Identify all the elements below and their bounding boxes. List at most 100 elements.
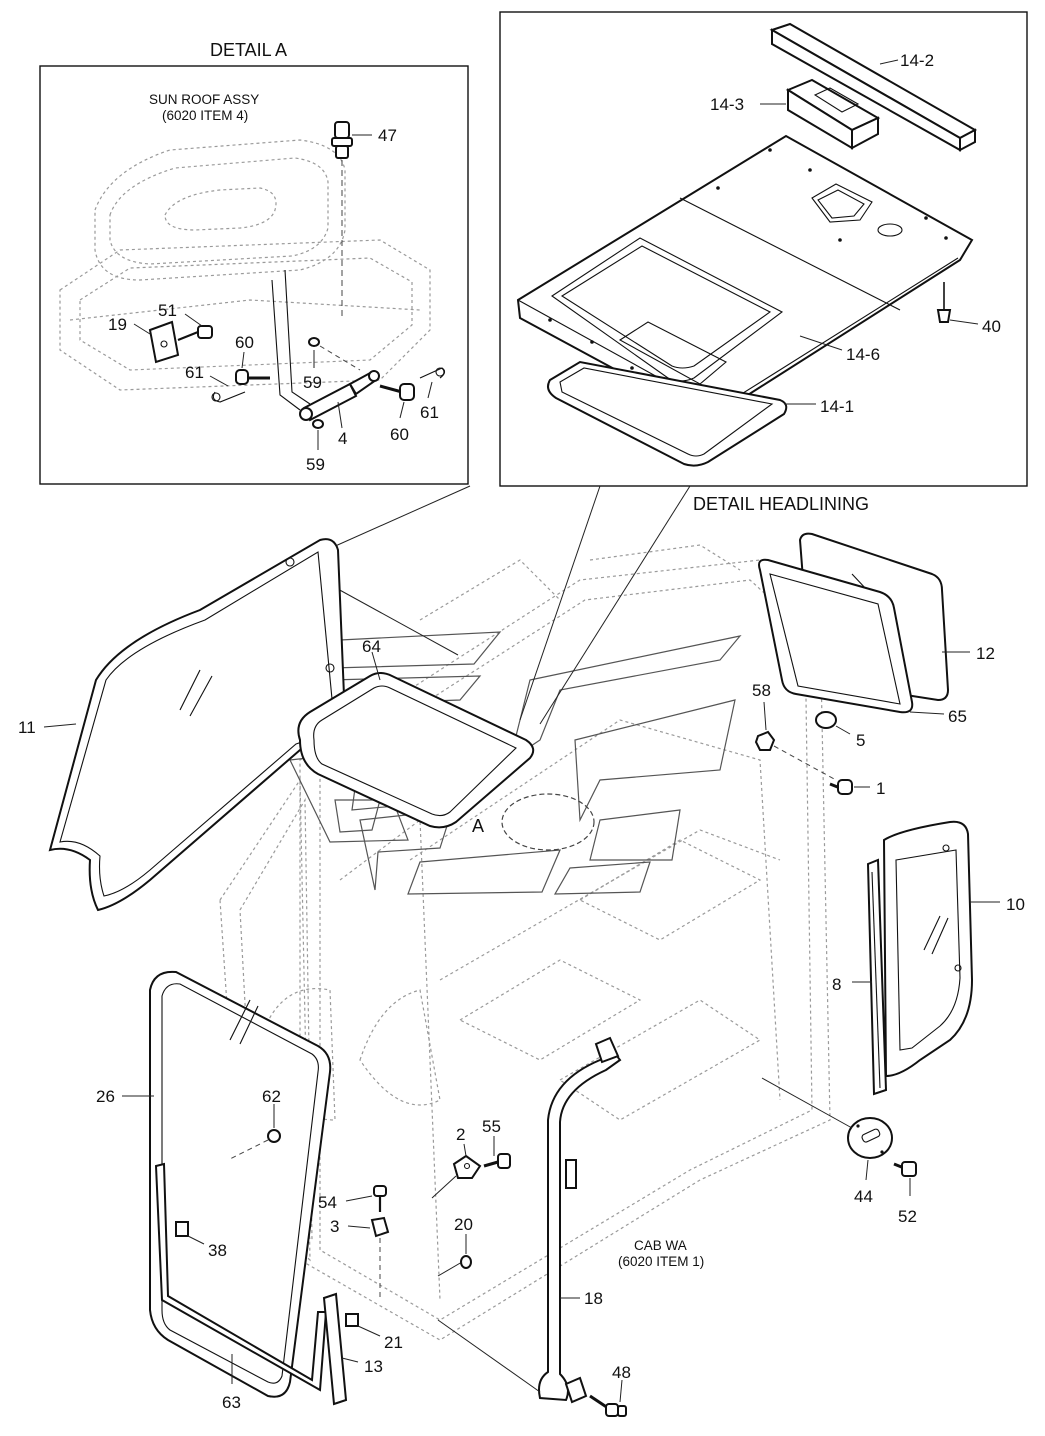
callout-20: 20: [454, 1215, 473, 1234]
cab-ghost-frame: [219, 544, 831, 1341]
part-40-clip: [936, 282, 952, 323]
callout-21: 21: [384, 1333, 403, 1352]
callout-2: 2: [456, 1125, 465, 1144]
callout-62: 62: [262, 1087, 281, 1106]
leader-3: [347, 1225, 371, 1229]
part-20-bushing: [460, 1255, 472, 1269]
callout-52: 52: [898, 1207, 917, 1226]
callout-64: 64: [362, 637, 381, 656]
connector-headlining-2: [539, 485, 691, 725]
leader-40: [949, 319, 979, 325]
detail-headlining-title: DETAIL HEADLINING: [693, 494, 869, 514]
callout-40: 40: [982, 317, 1001, 336]
part-64-roof-seal: [297, 672, 535, 829]
part-4-gas-strut: [299, 370, 380, 422]
detail-a-title: DETAIL A: [210, 40, 287, 60]
sunroof-bracket-rod-2: [284, 269, 311, 405]
part-18-handrail: [538, 1036, 622, 1404]
part-60-pin-right: [379, 383, 415, 401]
leader-21: [357, 1325, 381, 1337]
leader-2: [463, 1143, 467, 1157]
sunroof-ghost-outline: [59, 139, 431, 391]
callout-38: 38: [208, 1241, 227, 1260]
callout-63: 63: [222, 1393, 241, 1412]
callout-59a: 59: [303, 373, 322, 392]
detail-a-reference-letter: A: [472, 816, 484, 836]
leader-19: [133, 323, 151, 335]
leader-5: [835, 725, 851, 735]
callout-4: 4: [338, 429, 347, 448]
callout-61a: 61: [185, 363, 204, 382]
leader-60a: [241, 351, 245, 369]
part-14-3-foam-block: [785, 78, 881, 150]
part-38-block: [175, 1221, 189, 1237]
callout-12: 12: [976, 644, 995, 663]
leader-44: [865, 1159, 869, 1181]
part-10-side-glass: [882, 820, 974, 1078]
callout-54: 54: [318, 1193, 337, 1212]
detail-headlining-panel: 14-2 14-3 14-6: [499, 11, 1028, 487]
connector-18: [437, 1319, 541, 1393]
callout-55: 55: [482, 1117, 501, 1136]
part-60-pin-left: [235, 369, 270, 385]
callout-14-3: 14-3: [710, 95, 744, 114]
part-3-clip-block: [370, 1216, 390, 1300]
sunroof-assy-label: SUN ROOF ASSY: [149, 92, 259, 107]
callout-47: 47: [378, 126, 397, 145]
callout-19: 19: [108, 315, 127, 334]
part-8-glass-channel: [866, 858, 888, 1096]
leader-54: [345, 1195, 373, 1202]
connector-44: [761, 1077, 853, 1129]
part-61-clip-right: [419, 367, 446, 379]
leader-4: [337, 401, 343, 429]
leader-13: [341, 1357, 359, 1363]
part-14-2-foam-bar: [769, 22, 978, 152]
leader-58: [763, 701, 767, 731]
leader-65: [909, 711, 945, 715]
part-21-block: [345, 1313, 359, 1327]
part-59-washer-top: [308, 337, 361, 371]
leader-51: [184, 313, 203, 327]
callout-65: 65: [948, 707, 967, 726]
part-19-bracket: [148, 320, 180, 364]
callout-11: 11: [18, 718, 36, 737]
sunroof-bracket-rod: [271, 279, 301, 411]
callout-14-1: 14-1: [820, 397, 854, 416]
leader-38: [187, 1235, 205, 1245]
part-52-screw: [893, 1161, 917, 1177]
part-47-bolt: [331, 121, 353, 320]
part-13-strip: [322, 1292, 348, 1406]
callout-59b: 59: [306, 455, 325, 474]
callout-51: 51: [158, 301, 177, 320]
part-14-1-seal: [547, 360, 788, 467]
part-5-grommet: [815, 711, 837, 729]
leader-60b: [399, 401, 405, 419]
part-59-washer-bottom: [312, 419, 324, 429]
part-1-bolt: [829, 779, 853, 795]
part-48-bolt: [589, 1394, 627, 1417]
callout-18: 18: [584, 1289, 603, 1308]
part-54-screw: [373, 1185, 387, 1212]
cab-wa-item-label: (6020 ITEM 1): [618, 1254, 704, 1269]
callout-26: 26: [96, 1087, 115, 1106]
detail-a-panel: DETAIL A SUN ROOF ASSY (6020 ITEM 4) 47: [39, 40, 469, 485]
part-2-bracket-plate: [431, 1154, 482, 1199]
part-62-knob: [227, 1129, 281, 1161]
part-63-lower-seal: [154, 1162, 328, 1392]
callout-44: 44: [854, 1187, 873, 1206]
leader-14-2: [879, 59, 899, 65]
callout-1: 1: [876, 779, 885, 798]
callout-14-2: 14-2: [900, 51, 934, 70]
part-44-cover-plate: [847, 1117, 893, 1159]
callout-5: 5: [856, 731, 865, 750]
callout-60a: 60: [235, 333, 254, 352]
callout-3: 3: [330, 1217, 339, 1236]
callout-10: 10: [1006, 895, 1025, 914]
part-65-rear-seal: [758, 558, 914, 714]
detail-headlining-frame: [499, 11, 1028, 487]
part-55-bolt: [483, 1153, 511, 1169]
connector-headlining-1: [519, 485, 601, 721]
callout-61b: 61: [420, 403, 439, 422]
callout-48: 48: [612, 1363, 631, 1382]
